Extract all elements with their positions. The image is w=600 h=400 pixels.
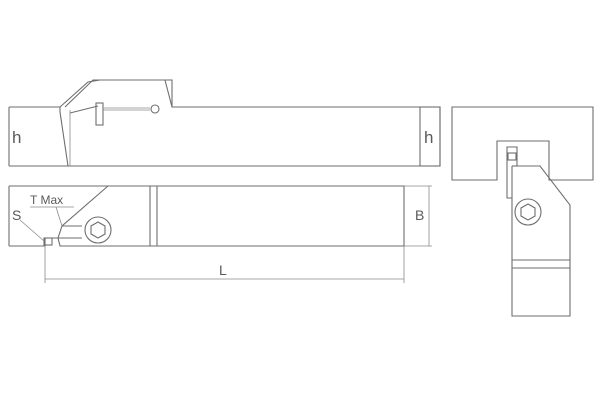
end-view-screw-head xyxy=(514,198,542,226)
side-view-wrench-hole xyxy=(150,104,160,114)
end-view-top-block xyxy=(451,106,594,181)
side-view-head-profile xyxy=(59,79,173,108)
side-view-end-h-label: h xyxy=(424,128,433,147)
top-view-shank-outline xyxy=(9,185,405,247)
end-view-screw-hex xyxy=(520,203,536,221)
top-view-screw-hex xyxy=(90,221,106,239)
top-view: T Max S B L xyxy=(8,185,432,283)
side-view-clamp-screw xyxy=(95,102,104,126)
top-view-s-label: S xyxy=(12,207,21,223)
end-view-insert xyxy=(507,152,517,161)
top-view-insert xyxy=(43,237,53,246)
top-view-l-label: L xyxy=(219,262,227,278)
top-view-b-label: B xyxy=(415,207,424,223)
top-view-head-taper xyxy=(57,185,109,239)
side-view-h-label: h xyxy=(12,128,21,147)
end-view xyxy=(451,106,594,317)
top-view-screw-head xyxy=(84,216,112,244)
side-view-shank-outline xyxy=(9,79,441,167)
side-view-rear-block xyxy=(419,106,441,167)
side-view: h h xyxy=(8,79,441,167)
end-view-blade-body xyxy=(506,146,571,317)
top-view-tmax-label: T Max xyxy=(30,193,63,207)
